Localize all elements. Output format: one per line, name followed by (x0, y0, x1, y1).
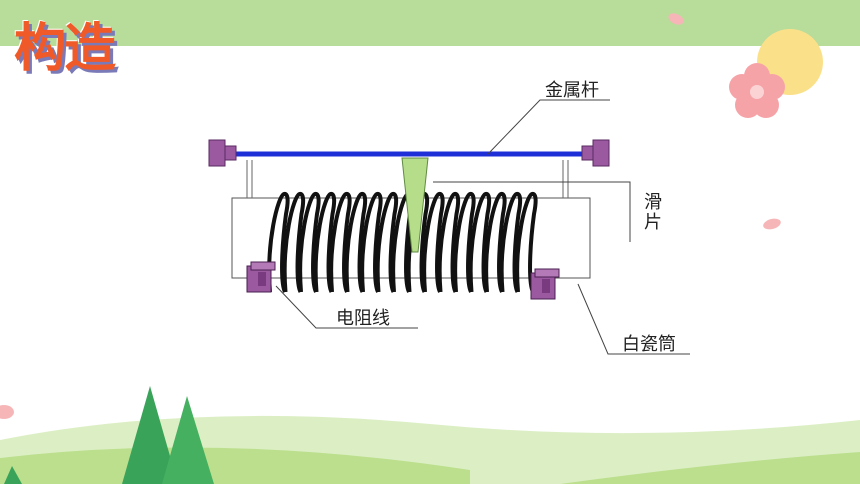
coil-turn (282, 192, 306, 293)
leader-line-rod (487, 99, 610, 155)
tree-decoration (162, 396, 214, 484)
label-resistance-wire: 电阻线 (336, 308, 390, 329)
flower-decoration (729, 63, 785, 118)
coil-turn (422, 192, 445, 293)
petal-decoration (668, 13, 684, 25)
leader-line-tube (577, 283, 690, 355)
tree-decoration (122, 386, 178, 484)
coil-turn (453, 192, 476, 293)
coil-turn (313, 192, 337, 293)
label-ceramic-tube: 白瓷筒 (622, 334, 676, 355)
leader-line-slider (433, 181, 631, 242)
label-slider: 滑片 (641, 192, 662, 232)
coil-turn (437, 192, 461, 293)
top-band (0, 0, 860, 46)
slider (401, 157, 429, 253)
coil-turn (344, 192, 368, 293)
coil-turn (499, 192, 523, 293)
coil-turn (267, 192, 290, 293)
wire-terminal-right (530, 268, 560, 300)
wire-terminal-left (246, 261, 276, 293)
leader-line-wire (275, 285, 418, 329)
petal-decoration (763, 218, 781, 230)
label-metal-rod: 金属杆 (545, 80, 599, 101)
coil-turn (484, 192, 507, 293)
hill-front (0, 447, 470, 484)
tree-decoration (4, 466, 22, 484)
rod-terminal-right (581, 145, 594, 161)
coil-turn (468, 192, 492, 293)
page-title: 构造 (14, 19, 116, 79)
coil-turn (360, 192, 383, 293)
coil-turn (375, 192, 399, 293)
petal-decoration (0, 405, 14, 419)
coil-turn (329, 192, 352, 293)
coil-turn (298, 192, 321, 293)
rod-terminal-right (592, 139, 610, 167)
hill-right (560, 452, 860, 484)
rod-terminal-left (208, 139, 226, 167)
rod-terminal-left (224, 145, 237, 161)
coil-turn (515, 192, 538, 293)
